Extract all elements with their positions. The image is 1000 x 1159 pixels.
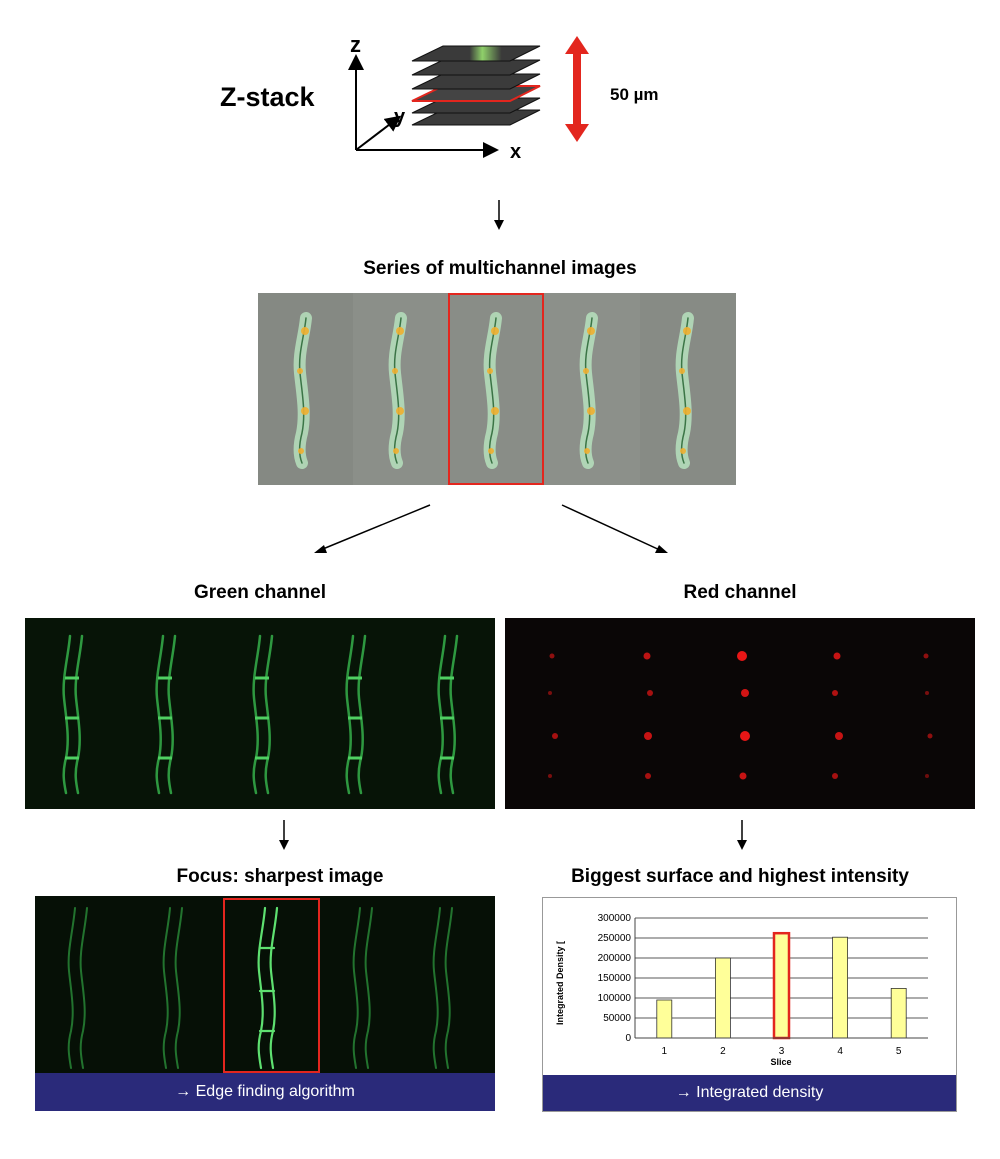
x-tick-label: 1 [662,1046,668,1057]
green-channel-strip [25,618,495,809]
density-banner: → Integrated density [543,1075,956,1111]
y-tick-label: 150000 [598,973,632,984]
stack-plane [411,45,541,62]
stack-plane-selected [411,85,541,102]
y-tick-label: 300000 [598,913,632,924]
focus-banner: → Edge finding algorithm [35,1073,495,1111]
arrow-down-icon [279,820,289,850]
arrow-down-icon [737,820,747,850]
y-tick-label: 100000 [598,993,632,1004]
red-channel-strip [505,618,975,809]
density-chart-panel: 0 50000 100000 150000 200000 250000 300000 1 2 3… [542,897,957,1112]
depth-arrow-head-bottom [565,124,589,142]
chart-bar [772,931,791,1040]
arrow-down-icon [494,200,504,230]
red-channel-title: Red channel [683,582,797,603]
y-tick-label: 200000 [598,953,632,964]
green-channel-title: Green channel [194,582,326,603]
stack-plane [411,109,541,126]
multichannel-strip [258,293,736,485]
stack-plane [411,59,541,76]
x-tick-label: 3 [779,1046,785,1057]
multichannel-cells [258,293,736,485]
series-selection-box [448,293,544,485]
y-axis [355,115,402,151]
x-tick-label: 5 [896,1046,902,1057]
y-tick-label: 0 [625,1033,631,1044]
chart-ylabel: Integrated Density [ [555,941,565,1025]
focus-strip: → Edge finding algorithm [35,896,495,1111]
chart-xlabel: Slice [770,1057,791,1067]
series-title: Series of multichannel images [363,258,637,279]
chart-bar [656,999,673,1039]
focus-title: Focus: sharpest image [176,866,384,887]
y-tick-label: 50000 [603,1013,631,1024]
chart-bar [890,988,907,1039]
y-tick-label: 250000 [598,933,632,944]
chart-bar [714,957,731,1039]
depth-label: 50 µm [610,85,659,104]
depth-arrow-head-top [565,36,589,54]
x-axis-label: x [510,141,521,163]
x-tick-label: 4 [837,1046,843,1057]
y-axis-label: y [394,106,406,128]
stack-plane [411,73,541,90]
arrow-right [561,504,663,552]
zstack-label: Z-stack [220,82,315,112]
density-chart: 0 50000 100000 150000 200000 250000 300000 1 2 3… [555,913,928,1067]
x-tick-label: 2 [720,1046,726,1057]
split-arrows [314,504,668,553]
z-axis-label: z [350,32,361,57]
density-title: Biggest surface and highest intensity [571,866,909,887]
chart-bar [832,936,849,1039]
arrow-left [317,504,431,552]
zstack-diagram: z y x 50 µm [348,32,659,163]
focus-selection-box [223,898,320,1073]
